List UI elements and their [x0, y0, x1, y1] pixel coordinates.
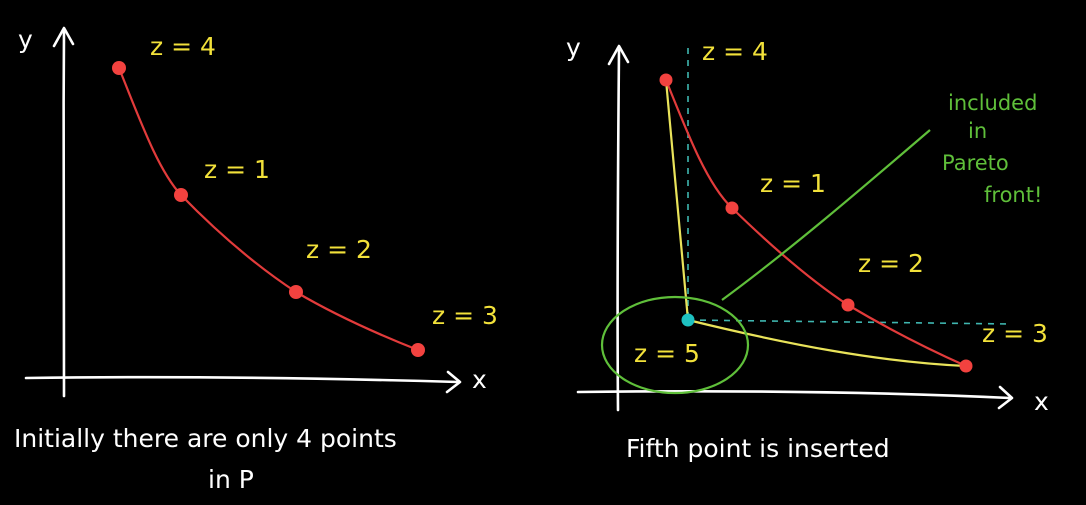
right-x-arrowhead — [997, 385, 1014, 410]
left-point-z1 — [174, 188, 188, 202]
right-caption: Fifth point is inserted — [626, 434, 890, 463]
right-panel: y x z = 4 z = 1 z = 2 z = 3 z = 5 includ… — [566, 33, 1049, 463]
right-label-z4: z = 4 — [702, 37, 768, 66]
left-panel: y x z = 4 z = 1 z = 2 z = 3 Initially th… — [14, 25, 498, 494]
left-label-z2: z = 2 — [306, 235, 372, 264]
left-y-axis-label: y — [18, 25, 33, 54]
right-annotation-line4: front! — [984, 183, 1042, 207]
right-label-z1: z = 1 — [760, 169, 826, 198]
right-line-to-z3 — [687, 318, 967, 368]
right-point-z3 — [959, 359, 973, 373]
right-front-curve — [664, 79, 967, 368]
right-annotation-line3: Pareto — [942, 151, 1009, 175]
left-label-z4: z = 4 — [150, 32, 216, 61]
right-highlight-circle — [600, 295, 750, 395]
left-x-axis — [24, 375, 460, 384]
right-point-z4 — [659, 73, 673, 87]
left-caption-line1: Initially there are only 4 points — [14, 424, 397, 453]
right-y-axis — [616, 48, 621, 412]
right-label-z2: z = 2 — [858, 249, 924, 278]
right-point-z2 — [841, 298, 855, 312]
right-line-to-z4 — [664, 79, 690, 321]
left-x-axis-label: x — [472, 365, 487, 394]
right-label-z3: z = 3 — [982, 319, 1048, 348]
left-label-z3: z = 3 — [432, 301, 498, 330]
right-x-axis — [576, 389, 1012, 400]
left-y-arrowhead — [52, 26, 75, 48]
left-point-z4 — [112, 61, 126, 75]
right-annotation-line1: included — [948, 91, 1037, 115]
left-front-curve — [117, 67, 419, 352]
left-caption-line2: in P — [208, 465, 254, 494]
left-point-z2 — [289, 285, 303, 299]
right-label-z5: z = 5 — [634, 339, 700, 368]
right-x-axis-label: x — [1034, 387, 1049, 416]
right-horizontal-guide — [687, 319, 1011, 325]
left-point-z3 — [411, 343, 425, 357]
right-annotation-pointer — [721, 129, 931, 301]
right-y-axis-label: y — [566, 33, 581, 62]
left-x-arrowhead — [445, 370, 462, 394]
right-y-arrowhead — [607, 44, 630, 66]
right-point-z5-new — [681, 313, 695, 327]
right-point-z1 — [725, 201, 739, 215]
left-label-z1: z = 1 — [204, 155, 270, 184]
right-annotation-line2: in — [968, 119, 987, 143]
